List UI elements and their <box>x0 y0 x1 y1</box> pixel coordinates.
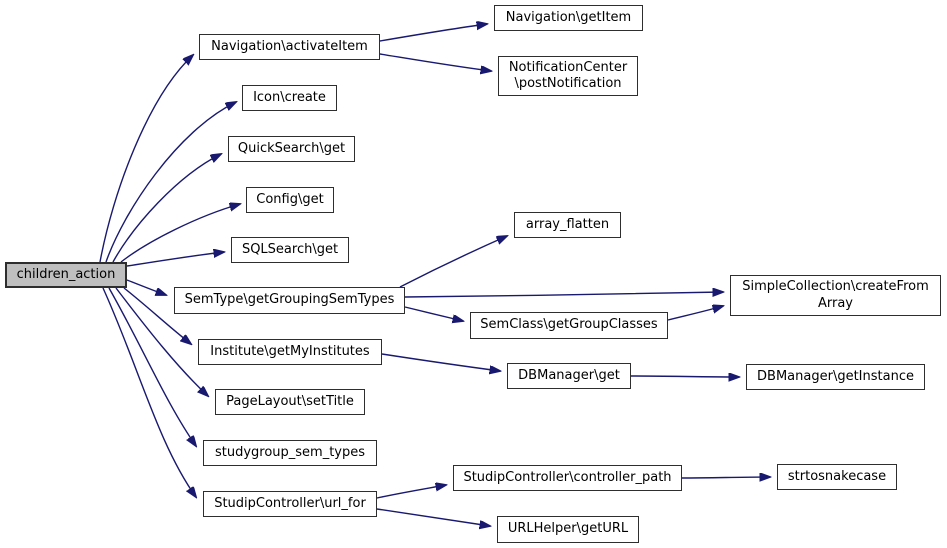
node-label: SemClass\getGroupClasses <box>480 317 658 333</box>
node-label: array_flatten <box>525 216 610 232</box>
edge-semtype_getgroupingsemtypes-to-semclass_getgroupclasses <box>404 306 463 321</box>
node-studipcontroller-controller-path[interactable]: StudipController\controller_path <box>453 465 682 491</box>
edge-children_action-to-studygroup_sem_types <box>108 287 196 446</box>
node-urlhelper-geturl[interactable]: URLHelper\getURL <box>497 516 639 543</box>
node-navigation-activateitem[interactable]: Navigation\activateItem <box>199 34 380 60</box>
edge-studipcontroller_url_for-to-studipcontroller_controller_path <box>376 485 446 499</box>
node-semclass-getgroupclasses[interactable]: SemClass\getGroupClasses <box>470 312 668 339</box>
node-sqlsearch-get[interactable]: SQLSearch\get <box>231 237 349 263</box>
node-label: strtosnakecase <box>787 468 887 484</box>
node-icon-create[interactable]: Icon\create <box>242 85 337 111</box>
edge-children_action-to-pagelayout_settitle <box>115 287 208 396</box>
edge-navigation_activateitem-to-navigation_getitem <box>379 24 487 42</box>
node-label: DBManager\get <box>518 367 620 383</box>
node-label: URLHelper\getURL <box>507 521 629 537</box>
node-label: studygroup_sem_types <box>214 444 366 460</box>
node-label: PageLayout\setTitle <box>226 393 354 409</box>
node-label: Navigation\getItem <box>505 9 632 25</box>
node-quicksearch-get[interactable]: QuickSearch\get <box>228 136 355 162</box>
node-strtosnakecase[interactable]: strtosnakecase <box>777 464 897 490</box>
node-simplecollection-createfromarray[interactable]: SimpleCollection\createFrom Array <box>730 275 941 316</box>
node-institute-getmyinstitutes[interactable]: Institute\getMyInstitutes <box>198 339 382 365</box>
edge-semclass_getgroupclasses-to-simplecollection_createfromarray <box>667 306 723 321</box>
edge-children_action-to-semtype_getgroupingsemtypes <box>126 279 166 295</box>
node-studygroup-sem-types[interactable]: studygroup_sem_types <box>203 440 377 466</box>
edge-children_action-to-config_get <box>120 204 240 263</box>
edge-semtype_getgroupingsemtypes-to-array_flatten <box>399 236 507 288</box>
node-label: Icon\create <box>253 89 326 105</box>
edge-children_action-to-sqlsearch_get <box>126 252 224 267</box>
node-label: QuickSearch\get <box>237 140 346 156</box>
node-array-flatten[interactable]: array_flatten <box>514 212 621 238</box>
edge-institute_getmyinstitutes-to-dbmanager_get <box>381 353 500 371</box>
edge-children_action-to-icon_create <box>105 102 236 263</box>
node-notificationcenter-postnotification[interactable]: NotificationCenter \postNotification <box>498 56 638 96</box>
node-children-action: children_action <box>5 262 127 288</box>
node-dbmanager-get[interactable]: DBManager\get <box>507 363 631 389</box>
node-navigation-getitem[interactable]: Navigation\getItem <box>494 5 643 31</box>
edge-navigation_activateitem-to-notificationcenter_postnotification <box>379 53 491 71</box>
node-semtype-getgroupingsemtypes[interactable]: SemType\getGroupingSemTypes <box>174 287 405 314</box>
edge-children_action-to-institute_getmyinstitutes <box>123 287 191 344</box>
node-label: Navigation\activateItem <box>211 38 368 54</box>
node-studipcontroller-url-for[interactable]: StudipController\url_for <box>203 491 377 517</box>
node-config-get[interactable]: Config\get <box>246 187 334 213</box>
node-dbmanager-getinstance[interactable]: DBManager\getInstance <box>746 364 925 390</box>
edge-children_action-to-studipcontroller_url_for <box>102 287 196 497</box>
edge-studipcontroller_url_for-to-urlhelper_geturl <box>376 508 490 526</box>
node-label: DBManager\getInstance <box>757 368 914 384</box>
node-label: Config\get <box>256 191 324 207</box>
node-label: StudipController\controller_path <box>463 469 672 485</box>
edge-semtype_getgroupingsemtypes-to-simplecollection_createfromarray <box>404 292 723 298</box>
node-label: SimpleCollection\createFrom Array <box>742 279 929 311</box>
edge-children_action-to-quicksearch_get <box>112 154 221 263</box>
edge-children_action-to-navigation_activateitem <box>99 55 193 263</box>
node-label: SQLSearch\get <box>241 241 339 257</box>
node-label: children_action <box>16 266 116 282</box>
node-label: Institute\getMyInstitutes <box>210 343 370 359</box>
node-label: StudipController\url_for <box>214 495 366 511</box>
node-label: NotificationCenter \postNotification <box>508 59 628 91</box>
node-pagelayout-settitle[interactable]: PageLayout\setTitle <box>215 389 365 415</box>
edge-dbmanager_get-to-dbmanager_getinstance <box>630 376 739 377</box>
node-label: SemType\getGroupingSemTypes <box>184 292 395 308</box>
edge-studipcontroller_controller_path-to-strtosnakecase <box>681 477 770 478</box>
